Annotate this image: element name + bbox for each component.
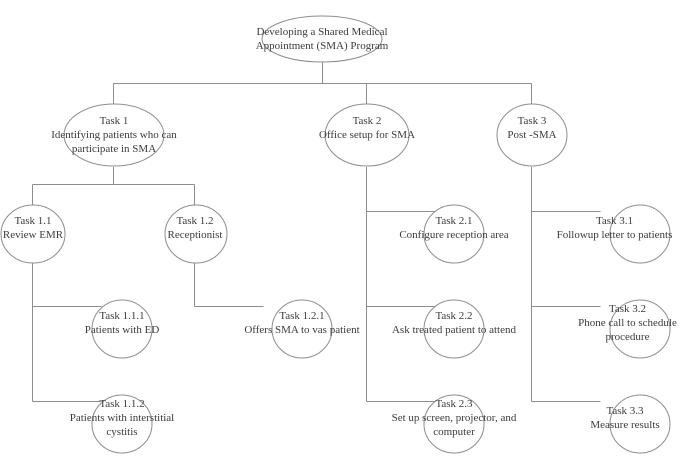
node-task-3-3-desc: Measure results <box>590 419 660 431</box>
node-task-2-title: Task 2 <box>352 115 382 127</box>
node-arc-task-1-1-top <box>0 204 66 235</box>
node-task-1[interactable]: Task 1 Identifying patients who can part… <box>33 112 195 158</box>
node-arc-root-top <box>261 15 383 40</box>
node-task-2-3-desc2: computer <box>433 426 475 438</box>
node-task-3-2-title: Task 3.2 <box>608 303 647 315</box>
node-task-2-2-title: Task 2.2 <box>435 310 473 322</box>
node-arc-root-bottom <box>261 38 383 63</box>
node-arc-task-3-2-top <box>609 299 671 330</box>
node-task-3-1[interactable]: Task 3.1 Followup letter to patients <box>549 212 680 244</box>
node-task-1-desc2: participate in SMA <box>71 143 157 155</box>
node-arc-task-3-3-top <box>609 394 671 425</box>
node-task-1-1-title: Task 1.1 <box>14 215 52 227</box>
node-task-3-2[interactable]: Task 3.2 Phone call to schedule procedur… <box>575 300 680 346</box>
node-task-1-1-desc: Review EMR <box>2 229 64 241</box>
node-task-2-1-title: Task 2.1 <box>435 215 473 227</box>
node-arc-task-1-2-1-bottom <box>271 328 333 359</box>
node-task-2[interactable]: Task 2 Office setup for SMA <box>302 112 432 144</box>
node-arc-task-1-bottom <box>63 134 165 167</box>
node-arc-task-3-2-bottom <box>609 328 671 359</box>
node-arc-task-3-bottom <box>496 134 568 167</box>
node-task-3-1-desc: Followup letter to patients <box>556 229 673 241</box>
node-arc-task-1-2-bottom <box>164 233 228 264</box>
node-task-3-1-title: Task 3.1 <box>595 215 634 227</box>
node-task-1-2-1[interactable]: Task 1.2.1 Offers SMA to vas patient <box>227 307 377 339</box>
node-arc-task-1-1-2-top <box>91 394 153 425</box>
node-arc-task-1-1-1-bottom <box>91 328 153 359</box>
node-arc-task-3-top <box>496 103 568 136</box>
node-arc-task-2-3-top <box>423 394 485 425</box>
node-task-3-2-desc2: procedure <box>605 331 650 343</box>
node-arc-task-2-3-bottom <box>423 423 485 454</box>
node-arc-task-2-bottom <box>324 134 410 167</box>
node-arc-task-1-1-1-top <box>91 299 153 330</box>
node-task-1-2-desc: Receptionist <box>167 229 223 241</box>
node-task-1-1[interactable]: Task 1.1 Review EMR <box>0 212 66 244</box>
node-task-2-2-desc: Ask treated patient to attend <box>391 324 516 336</box>
node-task-3-3-title: Task 3.3 <box>606 405 644 417</box>
node-task-1-1-2[interactable]: Task 1.1.2 Patients with interstitial cy… <box>57 395 187 441</box>
node-task-1-title: Task 1 <box>99 115 129 127</box>
node-task-1-2-1-title: Task 1.2.1 <box>279 310 325 322</box>
node-arc-task-1-2-1-top <box>271 299 333 330</box>
node-arc-task-1-2-top <box>164 204 228 235</box>
node-task-1-1-1-title: Task 1.1.1 <box>99 310 145 322</box>
node-task-1-1-2-desc2: cystitis <box>106 426 138 438</box>
node-task-1-1-1-desc: Patients with ED <box>84 324 160 336</box>
node-arc-task-1-top <box>63 103 165 136</box>
node-task-1-2-title: Task 1.2 <box>176 215 214 227</box>
node-task-1-1-1[interactable]: Task 1.1.1 Patients with ED <box>62 307 182 339</box>
node-arc-task-2-1-bottom <box>423 233 485 264</box>
node-task-2-3-desc: Set up screen, projector, and <box>391 412 517 424</box>
node-task-3-desc: Post -SMA <box>507 129 557 141</box>
node-task-1-2-1-desc: Offers SMA to vas patient <box>244 324 360 336</box>
node-task-1-desc: Identifying patients who can <box>51 129 177 141</box>
node-task-1-1-2-desc: Patients with interstitial <box>69 412 175 424</box>
node-task-2-3-title: Task 2.3 <box>435 398 473 410</box>
node-task-3-3[interactable]: Task 3.3 Measure results <box>570 402 680 434</box>
node-task-3-title: Task 3 <box>517 115 547 127</box>
node-task-2-desc: Office setup for SMA <box>318 129 416 141</box>
node-task-2-3[interactable]: Task 2.3 Set up screen, projector, and c… <box>374 395 534 441</box>
node-root[interactable]: Developing a Shared Medical Appointment … <box>222 18 422 60</box>
node-task-2-1-desc: Configure reception area <box>399 229 509 241</box>
node-arc-task-2-2-top <box>423 299 485 330</box>
node-arc-task-2-top <box>324 103 410 136</box>
node-root-title: Developing a Shared Medical <box>256 26 388 38</box>
node-arc-task-1-1-2-bottom <box>91 423 153 454</box>
node-task-3[interactable]: Task 3 Post -SMA <box>477 112 587 144</box>
node-task-1-1-2-title: Task 1.1.2 <box>99 398 145 410</box>
node-arc-task-3-1-top <box>609 204 671 235</box>
node-arc-task-1-1-bottom <box>0 233 66 264</box>
node-arc-task-3-1-bottom <box>609 233 671 264</box>
node-arc-task-2-2-bottom <box>423 328 485 359</box>
node-task-3-2-desc: Phone call to schedule <box>578 317 677 329</box>
node-task-2-1[interactable]: Task 2.1 Configure reception area <box>389 212 519 244</box>
node-arc-task-3-3-bottom <box>609 423 671 454</box>
node-task-2-2[interactable]: Task 2.2 Ask treated patient to attend <box>379 307 529 339</box>
node-root-desc: Appointment (SMA) Program <box>255 40 389 52</box>
node-task-1-2[interactable]: Task 1.2 Receptionist <box>161 212 229 244</box>
node-arc-task-2-1-top <box>423 204 485 235</box>
